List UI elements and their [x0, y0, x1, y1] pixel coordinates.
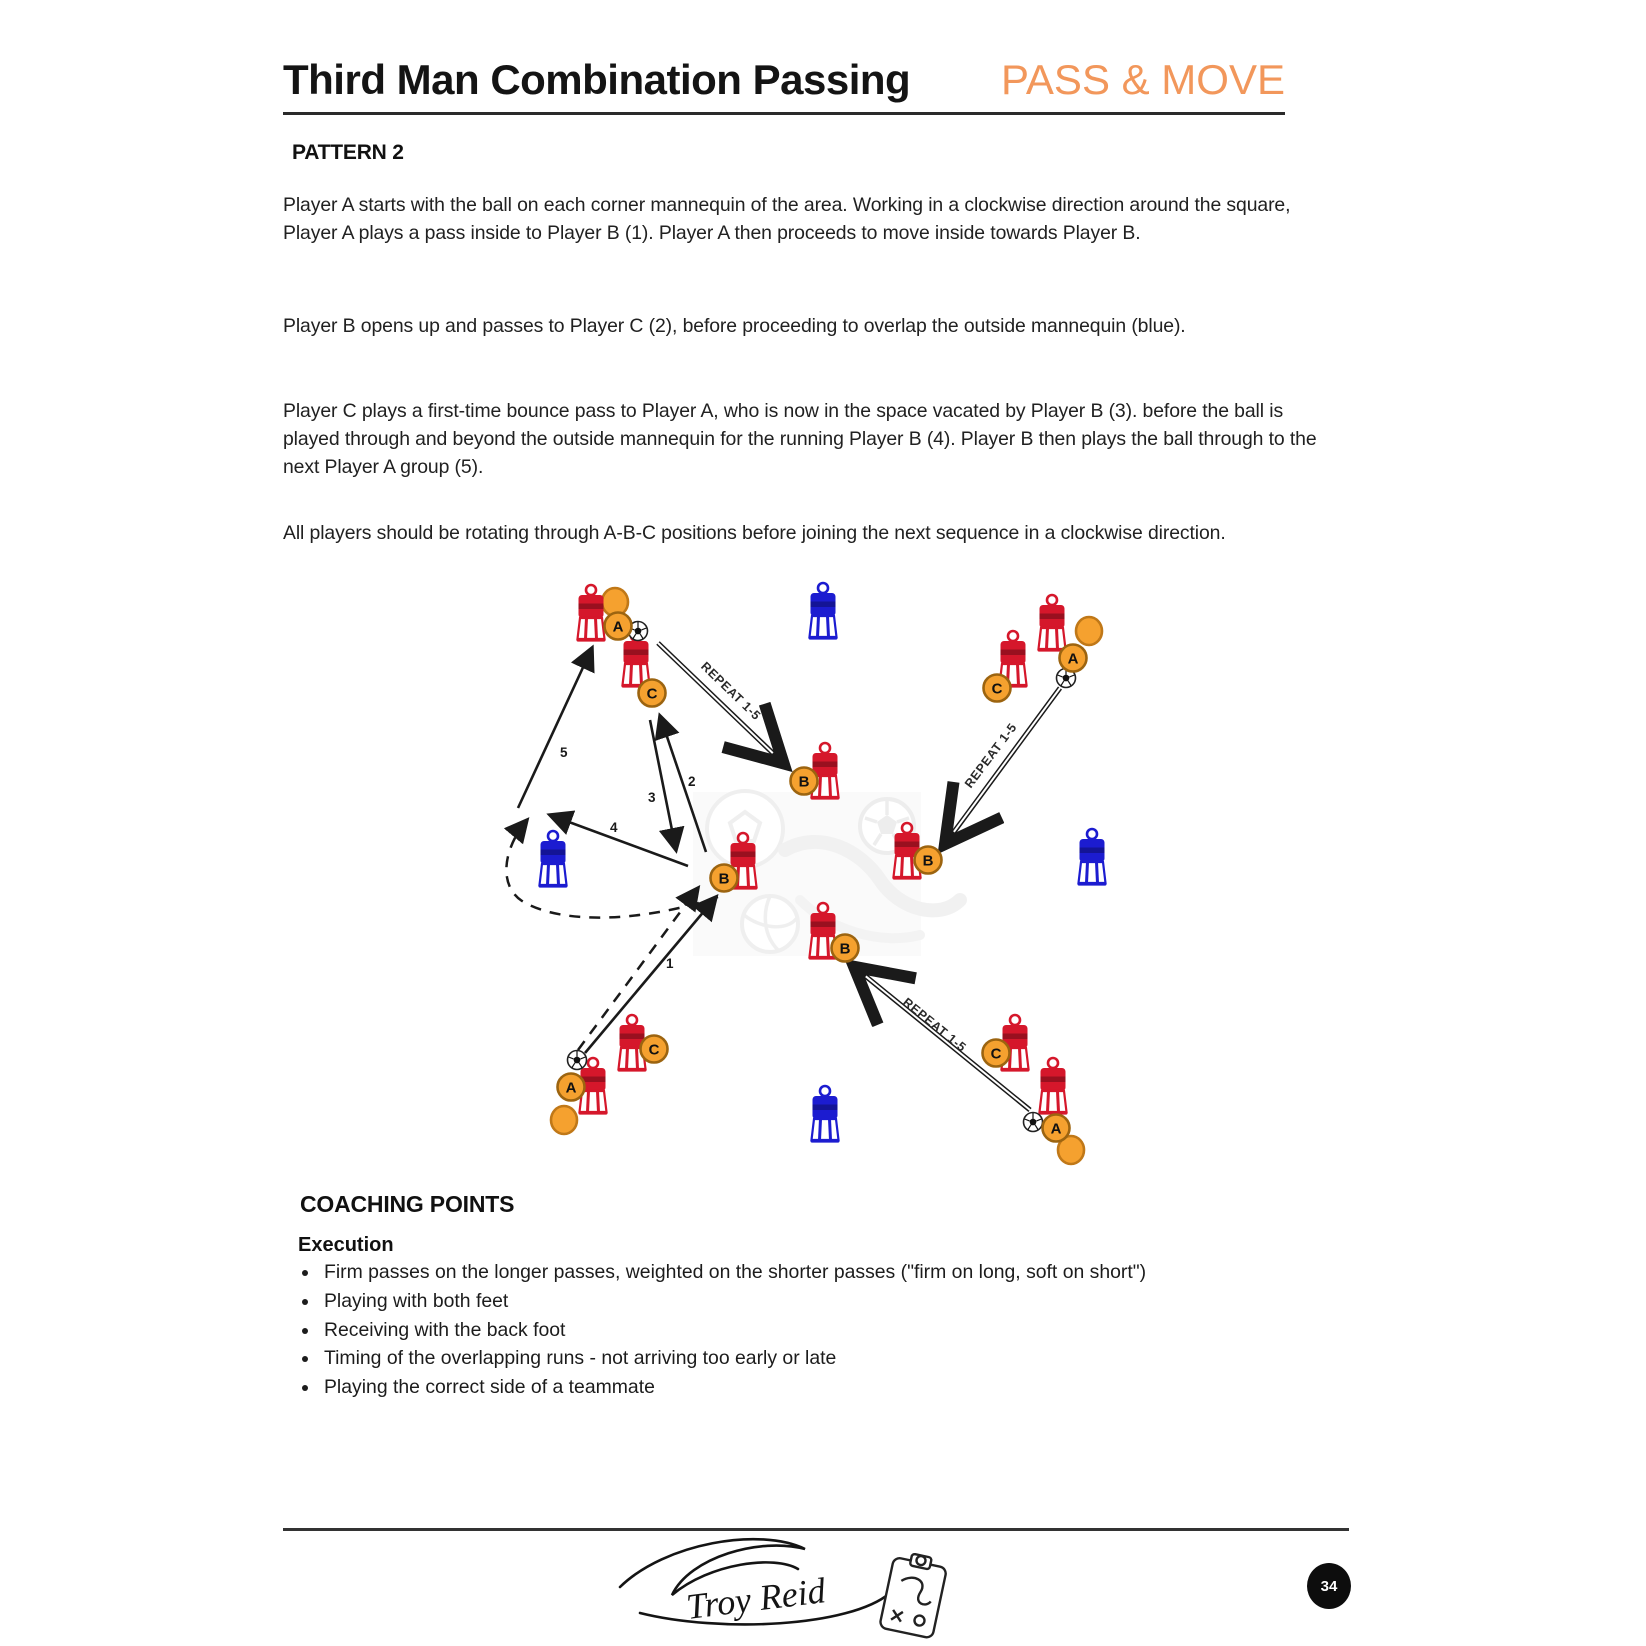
- run-dashed-player-a: [576, 884, 701, 1051]
- drill-diagram: REPEAT 1-5 REPEAT 1-5 REPEAT 1-5 1 2 3 4…: [503, 581, 1108, 1166]
- svg-text:B: B: [719, 871, 730, 888]
- page-number-badge: 34: [1307, 1563, 1351, 1609]
- signature-text: Troy Reid: [684, 1570, 828, 1627]
- player-marker-a: A: [556, 1072, 586, 1102]
- red-mannequin: [1036, 593, 1068, 654]
- player-marker-c: C: [982, 673, 1012, 703]
- player-marker-c: C: [981, 1038, 1011, 1068]
- svg-text:A: A: [1068, 651, 1079, 668]
- player-marker-a: A: [1058, 643, 1088, 673]
- red-mannequin: [1037, 1056, 1069, 1117]
- svg-text:A: A: [613, 619, 624, 636]
- player-marker-a: A: [603, 611, 633, 641]
- instruction-paragraph: Player C plays a first-time bounce pass …: [283, 400, 1317, 479]
- instruction-paragraph: Player B opens up and passes to Player C…: [283, 315, 1186, 338]
- instruction-paragraph: All players should be rotating through A…: [283, 522, 1226, 545]
- pass-arrow-1: [584, 894, 719, 1054]
- execution-subheading: Execution: [298, 1234, 394, 1256]
- coaching-bullet: Firm passes on the longer passes, weight…: [320, 1258, 1370, 1287]
- blue-mannequin-top: [807, 581, 839, 642]
- pass-number-4: 4: [610, 820, 618, 835]
- svg-text:C: C: [647, 686, 658, 703]
- svg-text:C: C: [649, 1042, 660, 1059]
- blue-mannequin-left: [537, 829, 569, 890]
- header-divider: [283, 112, 1285, 115]
- training-disc: [549, 1104, 579, 1136]
- svg-text:B: B: [923, 853, 934, 870]
- repeat-arrow-top-left: REPEAT 1-5: [656, 641, 780, 760]
- svg-text:B: B: [840, 941, 851, 958]
- red-mannequin: [575, 583, 607, 644]
- player-marker-a: A: [1041, 1113, 1071, 1143]
- pass-arrow-2: [654, 712, 708, 853]
- player-marker-c: C: [637, 678, 667, 708]
- soccer-ball-icon: [566, 1049, 588, 1071]
- training-disc: [1074, 615, 1104, 647]
- page-number: 34: [1320, 1577, 1338, 1595]
- blue-mannequin-right: [1076, 827, 1108, 888]
- footer-divider: [283, 1528, 1349, 1531]
- svg-text:C: C: [992, 681, 1003, 698]
- pass-arrow-4: [546, 810, 689, 868]
- svg-text:C: C: [991, 1046, 1002, 1063]
- svg-text:A: A: [1051, 1121, 1062, 1138]
- repeat-label: REPEAT 1-5: [900, 995, 969, 1055]
- repeat-arrow-top-right: REPEAT 1-5: [948, 686, 1063, 840]
- instruction-paragraph: Player A starts with the ball on each co…: [283, 194, 1291, 245]
- coaching-bullet-list: Firm passes on the longer passes, weight…: [298, 1258, 1370, 1402]
- player-marker-b: B: [830, 933, 860, 963]
- svg-text:A: A: [566, 1080, 577, 1097]
- pattern-heading: PATTERN 2: [292, 141, 404, 164]
- pass-number-3: 3: [648, 790, 656, 805]
- pass-number-5: 5: [560, 745, 568, 760]
- run-dashed-overlap-player-b: [503, 817, 719, 919]
- player-marker-b: B: [709, 863, 739, 893]
- coaching-bullet: Playing with both feet: [320, 1287, 1370, 1316]
- pass-number-2: 2: [688, 774, 696, 789]
- player-marker-c: C: [639, 1034, 669, 1064]
- coaching-bullet: Timing of the overlapping runs - not arr…: [320, 1344, 1370, 1373]
- signature-image: Troy Reid: [618, 1537, 947, 1639]
- page-title: Third Man Combination Passing: [283, 56, 911, 103]
- page-tagline: PASS & MOVE: [1001, 56, 1285, 103]
- pass-number-1: 1: [666, 956, 674, 971]
- coaching-bullet: Playing the correct side of a teammate: [320, 1373, 1370, 1402]
- pass-arrow-5: [516, 644, 595, 809]
- svg-text:B: B: [799, 774, 810, 791]
- player-marker-b: B: [913, 845, 943, 875]
- pass-arrow-3: [648, 719, 685, 854]
- soccer-ball-icon: [1022, 1111, 1044, 1133]
- coaching-points-heading: COACHING POINTS: [300, 1191, 515, 1217]
- player-marker-b: B: [789, 766, 819, 796]
- coaching-bullet: Receiving with the back foot: [320, 1316, 1370, 1345]
- blue-mannequin-bottom: [809, 1084, 841, 1145]
